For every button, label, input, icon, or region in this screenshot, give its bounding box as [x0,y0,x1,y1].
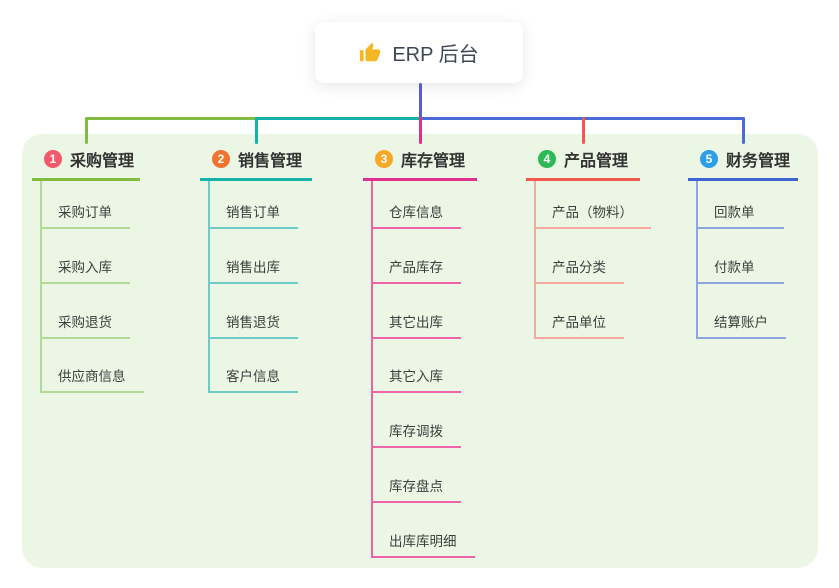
connector-root-vertical [418,83,422,120]
branch-sales-item-1[interactable]: 销售出库 [210,229,298,284]
branch-inventory-item-3[interactable]: 其它入库 [373,339,461,394]
branch-purchase-item-3[interactable]: 供应商信息 [42,339,144,394]
branch-inventory-item-1[interactable]: 产品库存 [373,229,461,284]
branch-product-item-2[interactable]: 产品单位 [536,284,624,339]
branch-inventory-items: 仓库信息产品库存其它出库其它入库库存调拨库存盘点出库库明细 [371,181,477,558]
branch-purchase-item-2[interactable]: 采购退货 [42,284,130,339]
branch-finance-item-0[interactable]: 回款单 [698,181,784,229]
branch-inventory-item-0[interactable]: 仓库信息 [373,181,461,229]
branch-finance-badge: 5 [700,149,718,168]
branch-purchase-item-1[interactable]: 采购入库 [42,229,130,284]
branch-sales-item-2[interactable]: 销售退货 [210,284,298,339]
branch-purchase-items: 采购订单采购入库采购退货供应商信息 [40,181,144,394]
branch-sales-badge: 2 [212,149,230,168]
branch-finance-header[interactable]: 5 财务管理 [688,147,798,181]
connector-drop-inventory [418,117,422,144]
branch-product-header[interactable]: 4 产品管理 [526,147,640,181]
branch-product: 4 产品管理产品（物料）产品分类产品单位 [526,147,651,339]
branch-sales-title: 销售管理 [238,152,303,170]
branch-inventory-item-6[interactable]: 出库库明细 [373,503,475,558]
branch-inventory-item-2[interactable]: 其它出库 [373,284,461,339]
branch-sales-item-0[interactable]: 销售订单 [210,181,298,229]
connector-drop-finance [741,117,745,144]
branch-sales-items: 销售订单销售出库销售退货客户信息 [208,181,312,394]
connector-drop-purchase [84,117,88,144]
branch-sales-item-3[interactable]: 客户信息 [210,339,298,394]
branch-sales: 2 销售管理销售订单销售出库销售退货客户信息 [200,147,312,394]
root-node-label: ERP 后台 [392,44,479,66]
branch-product-badge: 4 [538,149,556,168]
branch-sales-header[interactable]: 2 销售管理 [200,147,312,181]
branch-inventory-item-4[interactable]: 库存调拨 [373,393,461,449]
connector-drop-sales [254,117,258,144]
branch-purchase-item-0[interactable]: 采购订单 [42,181,130,229]
branch-inventory-header[interactable]: 3 库存管理 [363,147,477,181]
branch-inventory-item-5[interactable]: 库存盘点 [373,448,461,503]
branch-purchase-header[interactable]: 1 采购管理 [32,147,140,181]
branch-product-item-0[interactable]: 产品（物料） [536,181,651,229]
branch-inventory: 3 库存管理仓库信息产品库存其它出库其它入库库存调拨库存盘点出库库明细 [363,147,477,558]
branch-purchase-badge: 1 [44,149,62,168]
branch-finance-item-2[interactable]: 结算账户 [698,284,786,339]
branch-inventory-badge: 3 [375,149,393,168]
root-node[interactable]: ERP 后台 [315,22,523,83]
branch-finance-item-1[interactable]: 付款单 [698,229,784,284]
branch-product-title: 产品管理 [564,152,629,170]
thumbs-up-icon [359,42,381,64]
branch-purchase: 1 采购管理采购订单采购入库采购退货供应商信息 [32,147,144,394]
branch-inventory-title: 库存管理 [401,152,466,170]
connector-spine-teal [254,117,422,120]
connector-drop-product [581,117,585,144]
connector-spine-green [84,117,258,120]
branch-product-item-1[interactable]: 产品分类 [536,229,624,284]
branch-product-items: 产品（物料）产品分类产品单位 [534,181,651,339]
mindmap-background-panel [22,134,818,568]
branch-finance-items: 回款单付款单结算账户 [696,181,798,339]
branch-finance: 5 财务管理回款单付款单结算账户 [688,147,798,339]
branch-finance-title: 财务管理 [726,152,791,170]
branch-purchase-title: 采购管理 [70,152,135,170]
